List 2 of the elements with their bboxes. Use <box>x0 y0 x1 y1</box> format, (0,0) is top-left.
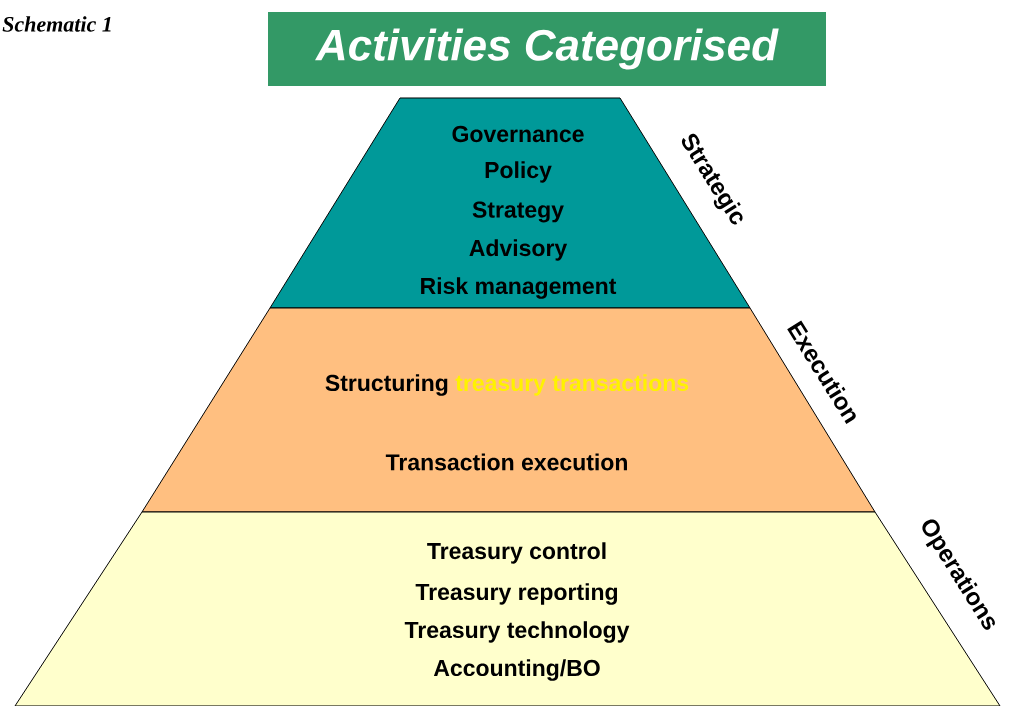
figure-label: Schematic 1 <box>2 16 111 32</box>
title-banner: Activities Categorised <box>268 12 826 86</box>
